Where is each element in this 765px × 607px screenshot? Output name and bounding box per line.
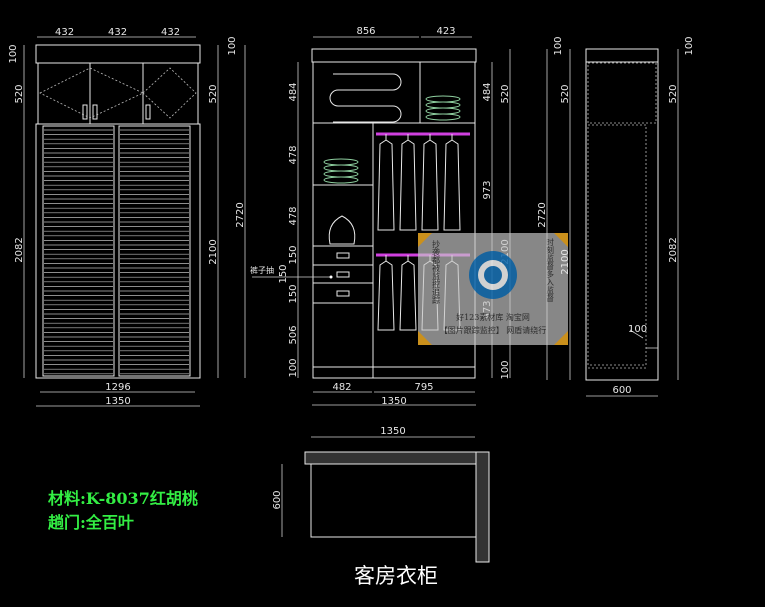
dim-width: 795 [414, 382, 433, 393]
watermark-line: 【图片跟踪监控】 网盾请绕行 [440, 325, 547, 335]
dim-height: 520 [208, 84, 219, 103]
dim-height: 973 [482, 180, 493, 199]
dim-height: 506 [288, 325, 299, 344]
front-elevation: 432 432 432 100 520 2082 100 520 2100 27… [8, 27, 246, 407]
dim-height: 478 [288, 206, 299, 225]
dim-height: 478 [288, 145, 299, 164]
interior-elevation: 856 423 484 478 478 150 150 150 506 100 … [250, 26, 511, 407]
dim-width: 423 [436, 26, 455, 37]
dim-height: 484 [288, 82, 299, 101]
dim-width: 432 [108, 27, 127, 38]
dim-width: 1296 [105, 382, 130, 393]
dim-height: 484 [482, 82, 493, 101]
bag-icon [328, 215, 356, 245]
dim-height: 100 [8, 44, 19, 63]
drawer-label: 裤子抽 [250, 265, 274, 275]
dim-height: 150 [278, 264, 289, 283]
folded-towel-icon [329, 73, 402, 123]
door-note: 趟门:全百叶 [48, 513, 134, 532]
dim-width: 1350 [381, 396, 406, 407]
hanging-coat-icon [399, 255, 417, 331]
dim-height: 2082 [668, 237, 679, 262]
dim-height: 520 [560, 84, 571, 103]
watermark-line: 好123素材库 淘宝网 [456, 312, 530, 322]
dim-width: 432 [55, 27, 74, 38]
hanging-coat-icon [377, 134, 395, 231]
dim-width: 482 [332, 382, 351, 393]
dim-height: 100 [500, 360, 511, 379]
dim-height: 2100 [560, 249, 571, 274]
watermark: 好123素材库 淘宝网 【图片跟踪监控】 网盾请绕行 抄袭都被监控追踪 时刻监督… [418, 233, 568, 345]
watermark-vertical: 抄袭都被监控追踪 [432, 239, 441, 305]
dim-depth: 600 [272, 490, 283, 509]
dim-height: 520 [500, 84, 511, 103]
material-note: 材料:K-8037红胡桃 [48, 489, 198, 508]
hanging-coat-icon [443, 134, 461, 231]
plan-view: 1350 600 [272, 426, 490, 563]
dim-height: 2720 [537, 202, 548, 227]
folded-clothes-icon [425, 95, 461, 121]
dim-width: 432 [161, 27, 180, 38]
dim-leader: 100 [628, 324, 647, 335]
dim-height: 150 [288, 245, 299, 264]
drawing-title: 客房衣柜 [354, 564, 438, 588]
dim-height: 100 [288, 358, 299, 377]
hanging-coat-icon [377, 255, 395, 331]
dim-height: 2082 [14, 237, 25, 262]
dim-width: 856 [356, 26, 375, 37]
dim-height: 100 [684, 36, 695, 55]
hanging-coat-icon [399, 134, 417, 231]
side-elevation: 100 100 520 2720 2100 100 520 2082 600 [537, 36, 695, 397]
dim-height: 100 [553, 36, 564, 55]
watermark-vertical: 时刻监督多入监督 [546, 237, 555, 303]
hanging-coat-icon [421, 134, 439, 231]
dim-height: 2100 [208, 239, 219, 264]
dim-height: 2720 [235, 202, 246, 227]
dim-depth: 600 [612, 385, 631, 396]
dim-width: 1350 [380, 426, 405, 437]
dim-height: 150 [288, 284, 299, 303]
dim-height: 520 [668, 84, 679, 103]
dim-height: 100 [227, 36, 238, 55]
louver-slats [44, 129, 189, 375]
folded-clothes-icon [323, 158, 359, 184]
dim-width: 1350 [105, 396, 130, 407]
dim-height: 520 [14, 84, 25, 103]
